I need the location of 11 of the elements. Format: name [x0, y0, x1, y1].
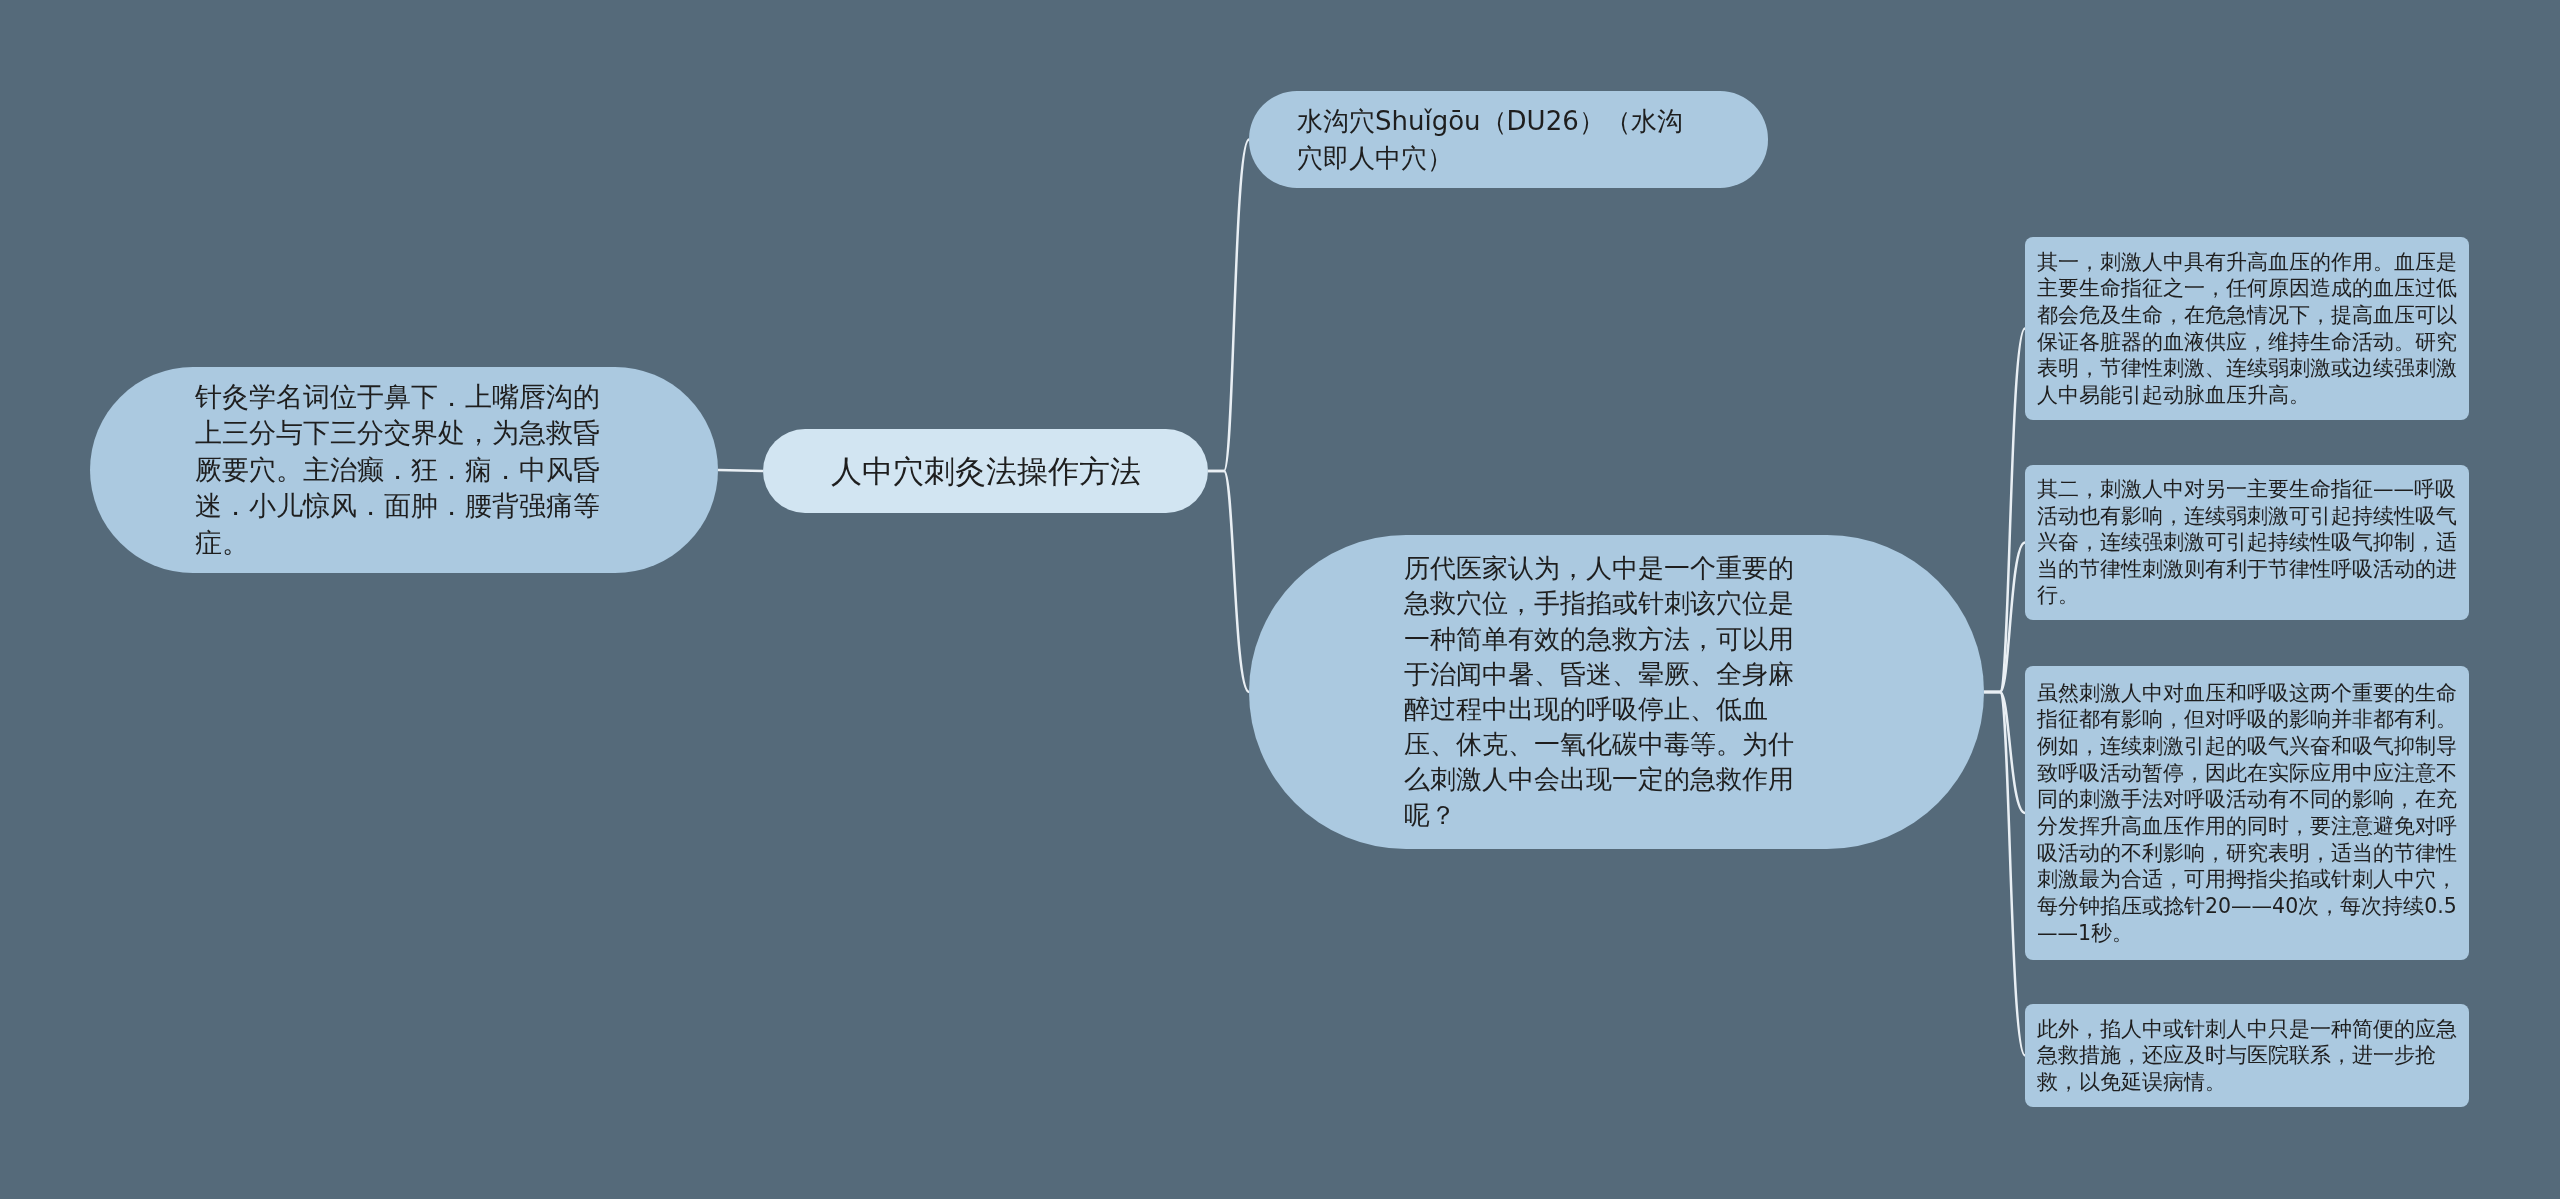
- connector-line: [1984, 690, 2027, 1057]
- topic-bubble: 人中穴刺灸法操作方法: [763, 429, 1208, 513]
- subtopic-bubble: 针灸学名词位于鼻下．上嘴唇沟的上三分与下三分交界处，为急救昏厥要穴。主治癫．狂．痫．中风昏迷．小儿惊风．面肿．腰背强痛等症。: [90, 367, 718, 573]
- connector-line: [1208, 469, 1250, 693]
- detail-card: 此外，掐人中或针刺人中只是一种简便的应急急救措施，还应及时与医院联系，进一步抢救，以免延误病情。: [2025, 1004, 2469, 1107]
- detail-card: 其一，刺激人中具有升高血压的作用。血压是主要生命指征之一，任何原因造成的血压过低都会危及生命，在危急情况下，提高血压可以保证各脏器的血液供应，维持生命活动。研究表明，节律性刺激、连续弱刺激或边续强刺激人中易能引起动脉血压升高。: [2025, 237, 2469, 420]
- detail-card: 其二，刺激人中对另一主要生命指征——呼吸活动也有影响，连续弱刺激可引起持续性吸气兴奋，连续强刺激可引起持续性吸气抑制，适当的节律性刺激则有利于节律性呼吸活动的进行。: [2025, 465, 2469, 620]
- subtopic-bubble: 水沟穴Shuǐgōu（DU26）（水沟穴即人中穴）: [1249, 91, 1768, 188]
- subtopic-bubble: 历代医家认为，人中是一个重要的急救穴位，手指掐或针刺该穴位是一种简单有效的急救方法，可以用于治闻中暑、昏迷、晕厥、全身麻醉过程中出现的呼吸停止、低血压、休克、一氧化碳中毒等。为什么刺激人中会出现一定的急救作用呢？: [1249, 535, 1984, 849]
- connector-line: [717, 468, 764, 473]
- detail-card: 虽然刺激人中对血压和呼吸这两个重要的生命指征都有影响，但对呼吸的影响并非都有利。例如，连续刺激引起的吸气兴奋和吸气抑制导致呼吸活动暂停，因此在实际应用中应注意不同的刺激手法对呼吸活动有不同的影响，在充分发挥升高血压作用的同时，要注意避免对呼吸活动的不利影响，研究表明，适当的节律性刺激最为合适，可用拇指尖掐或针刺人中穴，每分钟掐压或捻针20——40次，每次持续0.5——1秒。: [2025, 666, 2469, 960]
